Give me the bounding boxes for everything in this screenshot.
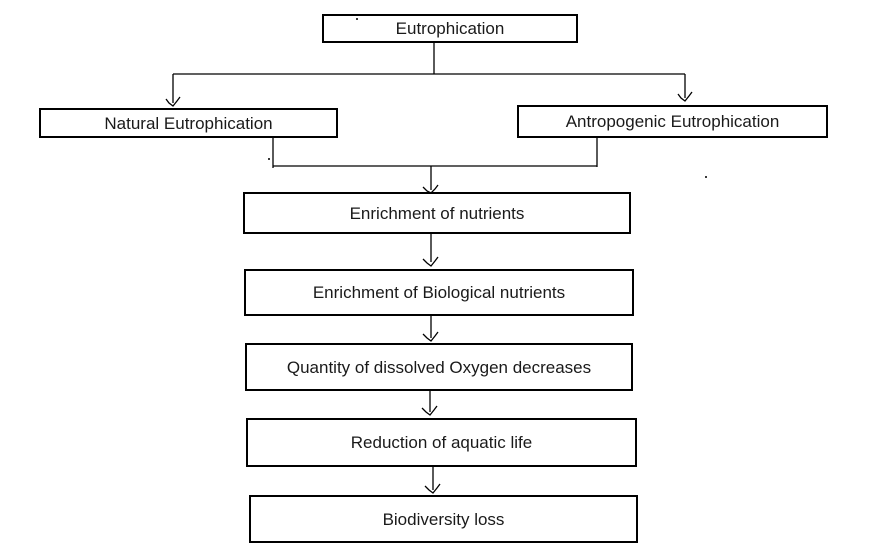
arrowhead xyxy=(421,405,438,416)
arrowhead xyxy=(677,91,693,102)
node-enrichment-of-nutrients: Enrichment of nutrients xyxy=(243,192,631,234)
arrowhead xyxy=(165,96,181,107)
node-eutrophication: Eutrophication xyxy=(322,14,578,43)
node-oxygen-decrease: Quantity of dissolved Oxygen decreases xyxy=(245,343,633,391)
arrowhead xyxy=(422,256,439,267)
arrowhead xyxy=(422,331,439,342)
stray-dot xyxy=(705,176,707,178)
stray-dot xyxy=(356,18,358,20)
arrowhead xyxy=(424,483,441,494)
node-antropogenic-eutrophication: Antropogenic Eutrophication xyxy=(517,105,828,138)
stray-dot xyxy=(268,158,270,160)
node-natural-eutrophication: Natural Eutrophication xyxy=(39,108,338,138)
node-enrichment-of-biological-nutrients: Enrichment of Biological nutrients xyxy=(244,269,634,316)
node-reduction-of-aquatic-life: Reduction of aquatic life xyxy=(246,418,637,467)
node-biodiversity-loss: Biodiversity loss xyxy=(249,495,638,543)
